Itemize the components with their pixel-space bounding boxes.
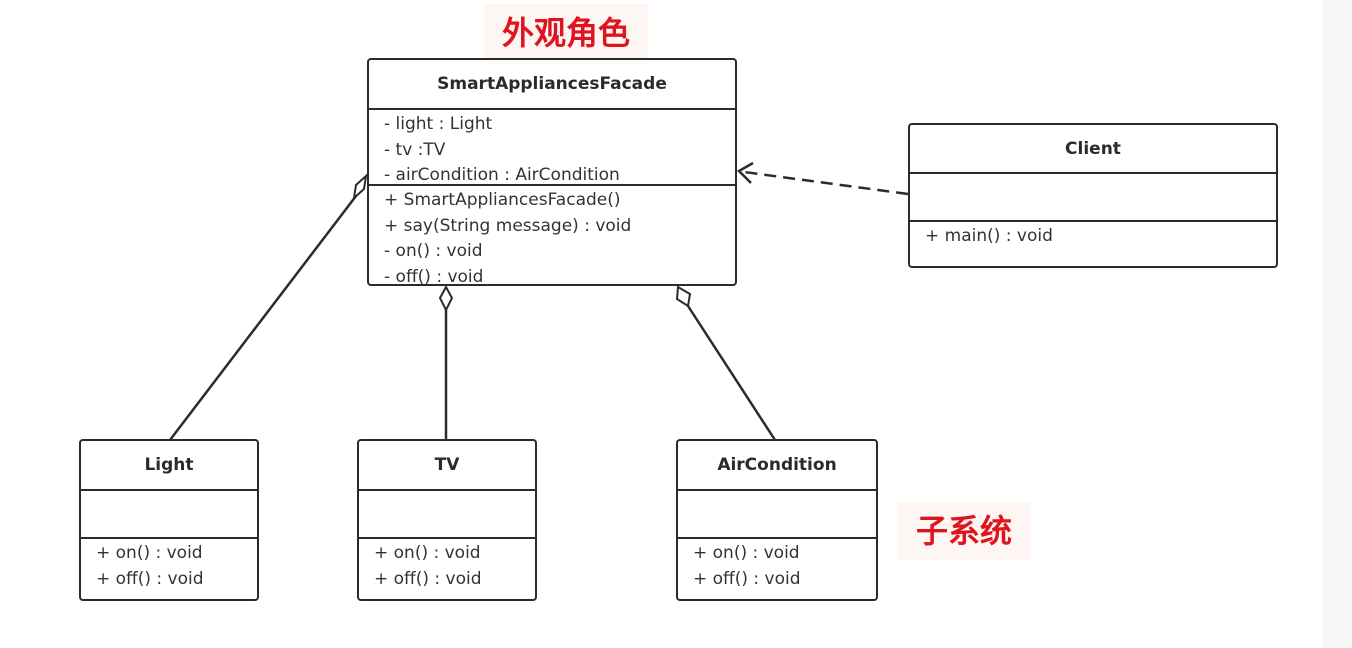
subsystem-note: 子系统 [898,502,1031,560]
operation-on: + on() : void [374,543,481,563]
class-tv[interactable]: TV + on() : void + off() : void [357,439,537,601]
class-smart-appliances-facade[interactable]: SmartAppliancesFacade - light : Light - … [367,58,737,287]
class-name: AirCondition [678,441,876,491]
operation-on: - on() : void [384,241,483,261]
attributes-section [910,174,1276,222]
attribute-light: - light : Light [384,114,493,134]
aggregation-diamond-light [352,173,368,201]
class-name: TV [359,441,535,491]
attributes-section [678,491,876,539]
class-aircondition[interactable]: AirCondition + on() : void + off() : voi… [676,439,878,601]
class-name: SmartAppliancesFacade [369,60,735,110]
right-margin-strip [1322,0,1352,648]
operation-off: + off() : void [693,568,801,589]
attribute-tv: - tv :TV [384,139,446,160]
aggregation-diamond-aircondition [675,285,692,308]
operation-say: + say(String message) : void [384,215,632,236]
operations-section: + on() : void + off() : void [678,539,876,592]
class-client[interactable]: Client + main() : void [908,123,1278,268]
attributes-section [359,491,535,539]
operations-section: + SmartAppliancesFacade() + say(String m… [369,186,735,290]
dependency-line-client [743,170,909,196]
class-name: Client [910,125,1276,174]
operation-constructor: + SmartAppliancesFacade() [384,190,621,210]
class-light[interactable]: Light + on() : void + off() : void [79,439,259,601]
attribute-aircondition: - airCondition : AirCondition [384,165,620,185]
operation-off: + off() : void [374,568,482,589]
aggregation-line-aircondition [686,305,777,441]
attributes-section [81,491,257,539]
class-name: Light [81,441,257,491]
aggregation-line-light [169,195,357,441]
operations-section: + main() : void [910,222,1276,250]
attributes-section: - light : Light - tv :TV - airCondition … [369,110,735,186]
dependency-arrowhead [736,161,754,184]
facade-role-note: 外观角色 [484,4,649,62]
operations-section: + on() : void + off() : void [81,539,257,592]
operation-off: - off() : void [384,266,484,287]
operation-off: + off() : void [96,568,204,589]
operation-on: + on() : void [693,543,800,563]
operation-main: + main() : void [925,226,1053,246]
aggregation-diamond-tv [438,284,454,313]
operation-on: + on() : void [96,543,203,563]
operations-section: + on() : void + off() : void [359,539,535,592]
